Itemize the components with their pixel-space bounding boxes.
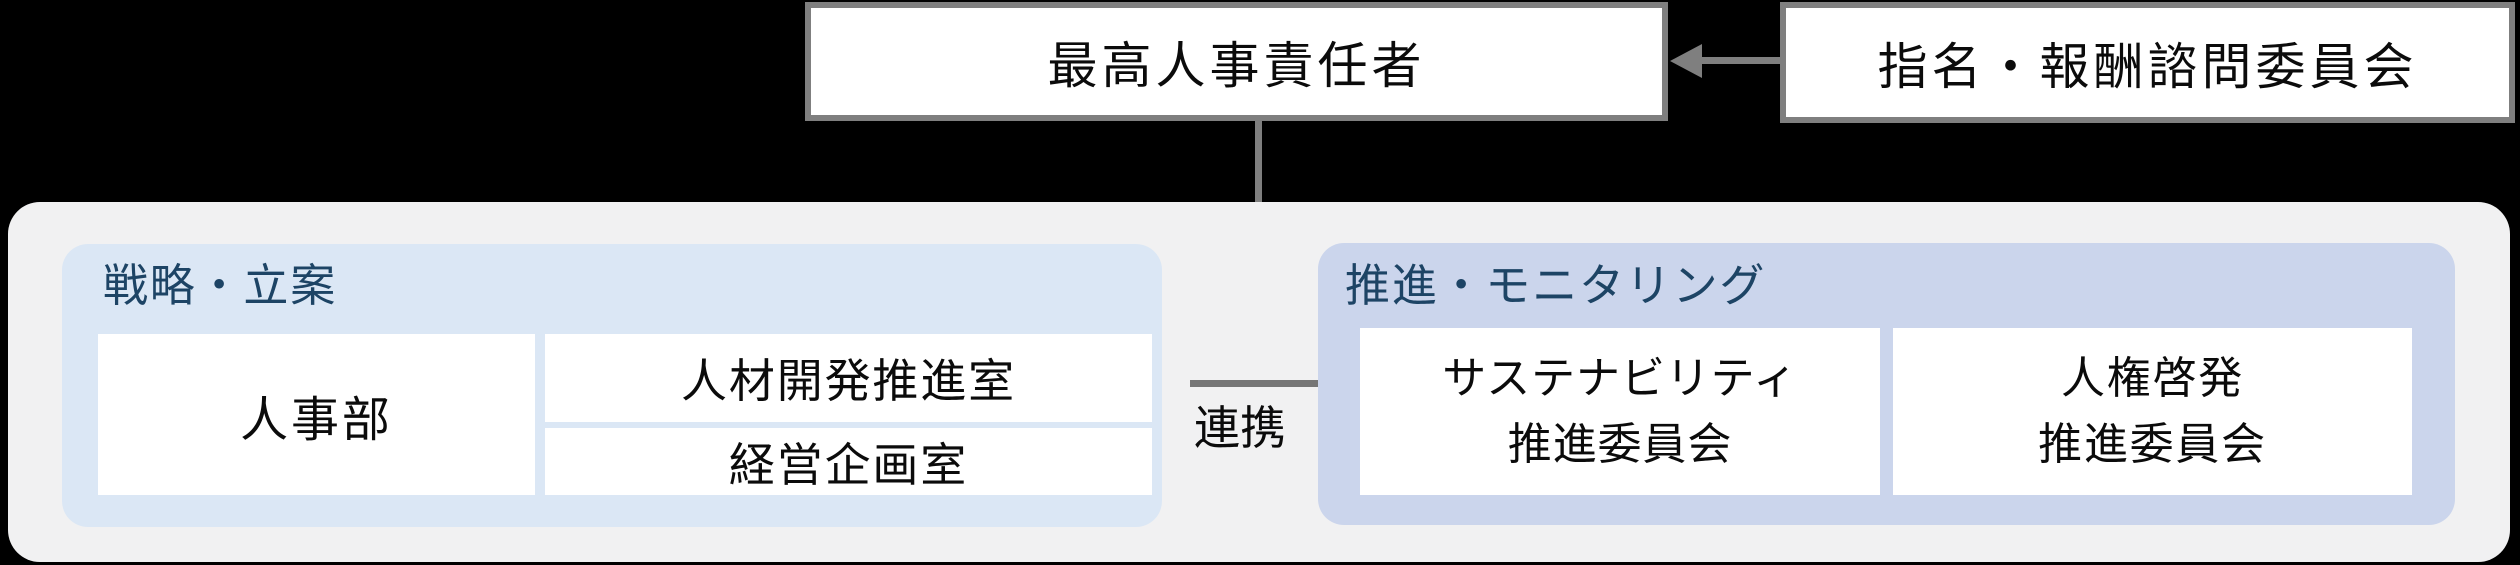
chro-to-container-connector-line bbox=[1255, 119, 1262, 204]
strategy-panel: 戦略・立案 人事部 人材開発推進室 経営企画室 bbox=[62, 244, 1162, 527]
human-rights-committee-box: 人権啓発 推進委員会 bbox=[1893, 328, 2412, 495]
corporate-planning-office-box: 経営企画室 bbox=[545, 428, 1152, 495]
corporate-planning-office-label: 経営企画室 bbox=[728, 438, 969, 491]
sustainability-committee-line1: サステナビリティ bbox=[1442, 353, 1798, 403]
hr-department-label: 人事部 bbox=[240, 393, 393, 447]
monitoring-panel: 推進・モニタリング サステナビリティ 推進委員会 人権啓発 推進委員会 bbox=[1318, 243, 2455, 525]
arrow-left-icon bbox=[1670, 44, 1702, 78]
strategy-panel-title: 戦略・立案 bbox=[103, 260, 338, 311]
hr-department-box: 人事部 bbox=[98, 334, 535, 495]
cooperation-connector-line bbox=[1190, 380, 1330, 387]
hr-development-office-label: 人材開発推進室 bbox=[681, 355, 1016, 407]
hr-development-office-box: 人材開発推進室 bbox=[545, 334, 1152, 422]
sustainability-committee-box: サステナビリティ 推進委員会 bbox=[1360, 328, 1880, 495]
human-rights-committee-line1: 人権啓発 bbox=[2060, 353, 2245, 403]
advisory-committee-box: 指名・報酬諮問委員会 bbox=[1780, 2, 2515, 123]
chro-box: 最高人事責任者 bbox=[805, 2, 1668, 121]
advisory-committee-label: 指名・報酬諮問委員会 bbox=[1877, 38, 2418, 95]
human-rights-committee-line2: 推進委員会 bbox=[2038, 419, 2267, 469]
monitoring-panel-title: 推進・モニタリング bbox=[1345, 260, 1767, 311]
governance-container: 戦略・立案 人事部 人材開発推進室 経営企画室 連携 推進・モニタリング サステ… bbox=[8, 202, 2510, 562]
cooperation-label: 連携 bbox=[1194, 402, 1286, 454]
committee-to-chro-arrow-line bbox=[1702, 57, 1780, 64]
sustainability-committee-line2: 推進委員会 bbox=[1507, 419, 1733, 469]
chro-label: 最高人事責任者 bbox=[1047, 37, 1426, 94]
